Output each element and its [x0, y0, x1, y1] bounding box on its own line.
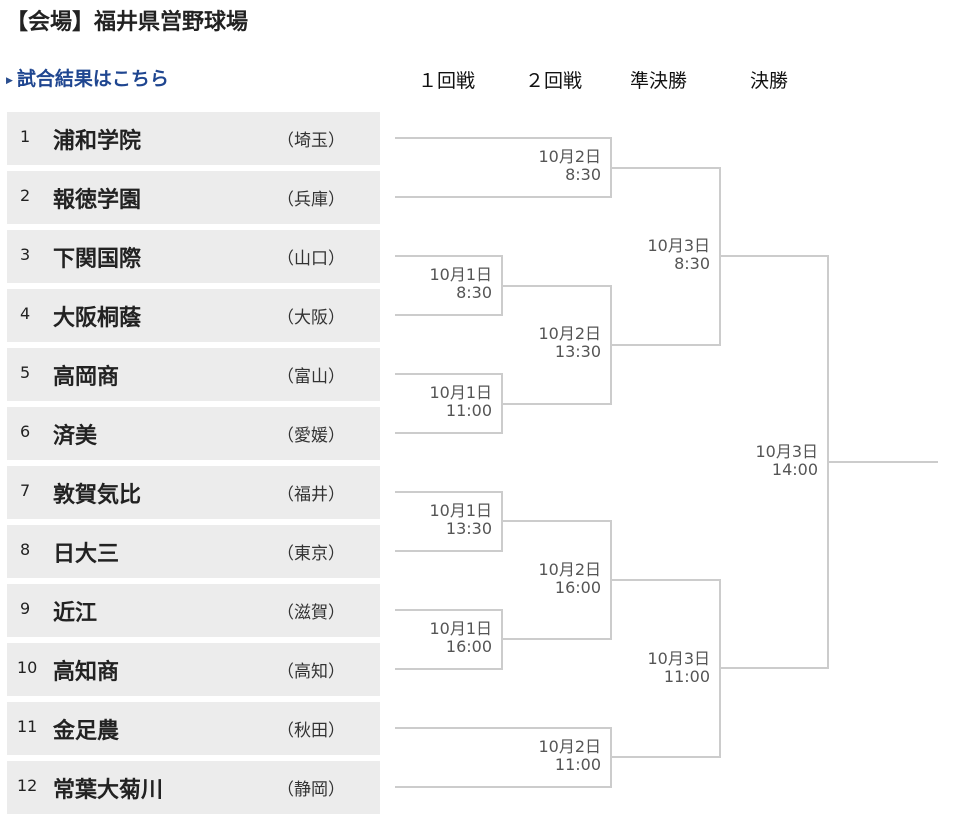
- match-schedule: 10月3日 11:00: [647, 650, 710, 686]
- match-schedule: 10月3日 8:30: [647, 237, 710, 273]
- round-header-semifinal: 準決勝: [630, 70, 688, 92]
- match-time: 8:30: [456, 283, 492, 302]
- team-row: 5 高岡商 （富山）: [7, 348, 380, 401]
- team-prefecture: （兵庫）: [277, 190, 345, 210]
- match-schedule: 10月2日 11:00: [538, 738, 601, 774]
- team-seed: 12: [17, 776, 38, 795]
- team-name: 敦賀気比: [53, 483, 142, 508]
- triangle-right-icon: ▶: [6, 75, 13, 86]
- team-row: 2 報徳学園 （兵庫）: [7, 171, 380, 224]
- match-time: 14:00: [771, 460, 818, 479]
- team-prefecture: （福井）: [277, 485, 345, 505]
- results-link[interactable]: ▶ 試合結果はこちら: [6, 64, 169, 91]
- team-seed: 11: [17, 717, 38, 736]
- team-prefecture: （大阪）: [277, 308, 345, 328]
- team-row: 4 大阪桐蔭 （大阪）: [7, 289, 380, 342]
- team-seed: 9: [20, 599, 31, 618]
- team-prefecture: （秋田）: [277, 721, 345, 741]
- team-prefecture: （埼玉）: [277, 131, 345, 151]
- team-row: 8 日大三 （東京）: [7, 525, 380, 578]
- team-seed: 4: [20, 304, 31, 323]
- team-name: 日大三: [53, 542, 120, 567]
- match-time: 13:30: [445, 519, 492, 538]
- team-seed: 6: [20, 422, 31, 441]
- team-row: 6 済美 （愛媛）: [7, 407, 380, 460]
- team-name: 常葉大菊川: [53, 778, 164, 803]
- team-seed: 2: [20, 186, 31, 205]
- match-schedule: 10月1日 13:30: [429, 502, 492, 538]
- venue-title: 【会場】福井県営野球場: [6, 10, 249, 35]
- team-seed: 3: [20, 245, 31, 264]
- team-row: 12 常葉大菊川 （静岡）: [7, 761, 380, 814]
- team-row: 3 下関国際 （山口）: [7, 230, 380, 283]
- team-name: 高知商: [53, 660, 120, 685]
- team-name: 大阪桐蔭: [53, 306, 142, 331]
- team-prefecture: （山口）: [277, 249, 345, 269]
- team-name: 浦和学院: [53, 129, 142, 154]
- team-name: 近江: [53, 601, 98, 626]
- match-time: 16:00: [554, 578, 601, 597]
- team-prefecture: （静岡）: [277, 780, 345, 800]
- team-prefecture: （高知）: [277, 662, 345, 682]
- team-row: 9 近江 （滋賀）: [7, 584, 380, 637]
- match-schedule: 10月1日 16:00: [429, 620, 492, 656]
- match-schedule: 10月2日 8:30: [538, 148, 601, 184]
- team-prefecture: （富山）: [277, 367, 345, 387]
- team-seed: 10: [17, 658, 38, 677]
- match-time: 8:30: [565, 165, 601, 184]
- team-name: 報徳学園: [53, 188, 142, 213]
- match-schedule: 10月1日 8:30: [429, 266, 492, 302]
- match-date: 10月1日: [429, 383, 492, 402]
- team-seed: 5: [20, 363, 31, 382]
- team-prefecture: （滋賀）: [277, 603, 345, 623]
- team-prefecture: （愛媛）: [277, 426, 345, 446]
- match-date: 10月3日: [755, 442, 818, 461]
- match-schedule: 10月2日 16:00: [538, 561, 601, 597]
- team-seed: 8: [20, 540, 31, 559]
- team-seed: 1: [20, 127, 31, 146]
- match-date: 10月3日: [647, 649, 710, 668]
- match-date: 10月2日: [538, 737, 601, 756]
- match-date: 10月1日: [429, 619, 492, 638]
- team-row: 10 高知商 （高知）: [7, 643, 380, 696]
- match-schedule: 10月1日 11:00: [429, 384, 492, 420]
- match-date: 10月1日: [429, 501, 492, 520]
- match-time: 13:30: [554, 342, 601, 361]
- match-date: 10月3日: [647, 236, 710, 255]
- match-time: 11:00: [663, 667, 710, 686]
- match-date: 10月2日: [538, 324, 601, 343]
- round-header-final: 決勝: [750, 70, 789, 92]
- round-header-2: ２回戦: [525, 70, 583, 92]
- team-row: 1 浦和学院 （埼玉）: [7, 112, 380, 165]
- team-seed: 7: [20, 481, 31, 500]
- match-date: 10月1日: [429, 265, 492, 284]
- team-row: 7 敦賀気比 （福井）: [7, 466, 380, 519]
- team-prefecture: （東京）: [277, 544, 345, 564]
- match-schedule: 10月3日 14:00: [755, 443, 818, 479]
- round-header-1: １回戦: [418, 70, 476, 92]
- team-row: 11 金足農 （秋田）: [7, 702, 380, 755]
- team-name: 金足農: [53, 719, 120, 744]
- match-date: 10月2日: [538, 147, 601, 166]
- match-date: 10月2日: [538, 560, 601, 579]
- match-time: 11:00: [554, 755, 601, 774]
- match-time: 11:00: [445, 401, 492, 420]
- match-schedule: 10月2日 13:30: [538, 325, 601, 361]
- team-name: 高岡商: [53, 365, 120, 390]
- match-time: 8:30: [674, 254, 710, 273]
- match-time: 16:00: [445, 637, 492, 656]
- results-link-label: 試合結果はこちら: [16, 68, 169, 90]
- team-name: 済美: [53, 424, 98, 449]
- team-name: 下関国際: [53, 247, 142, 272]
